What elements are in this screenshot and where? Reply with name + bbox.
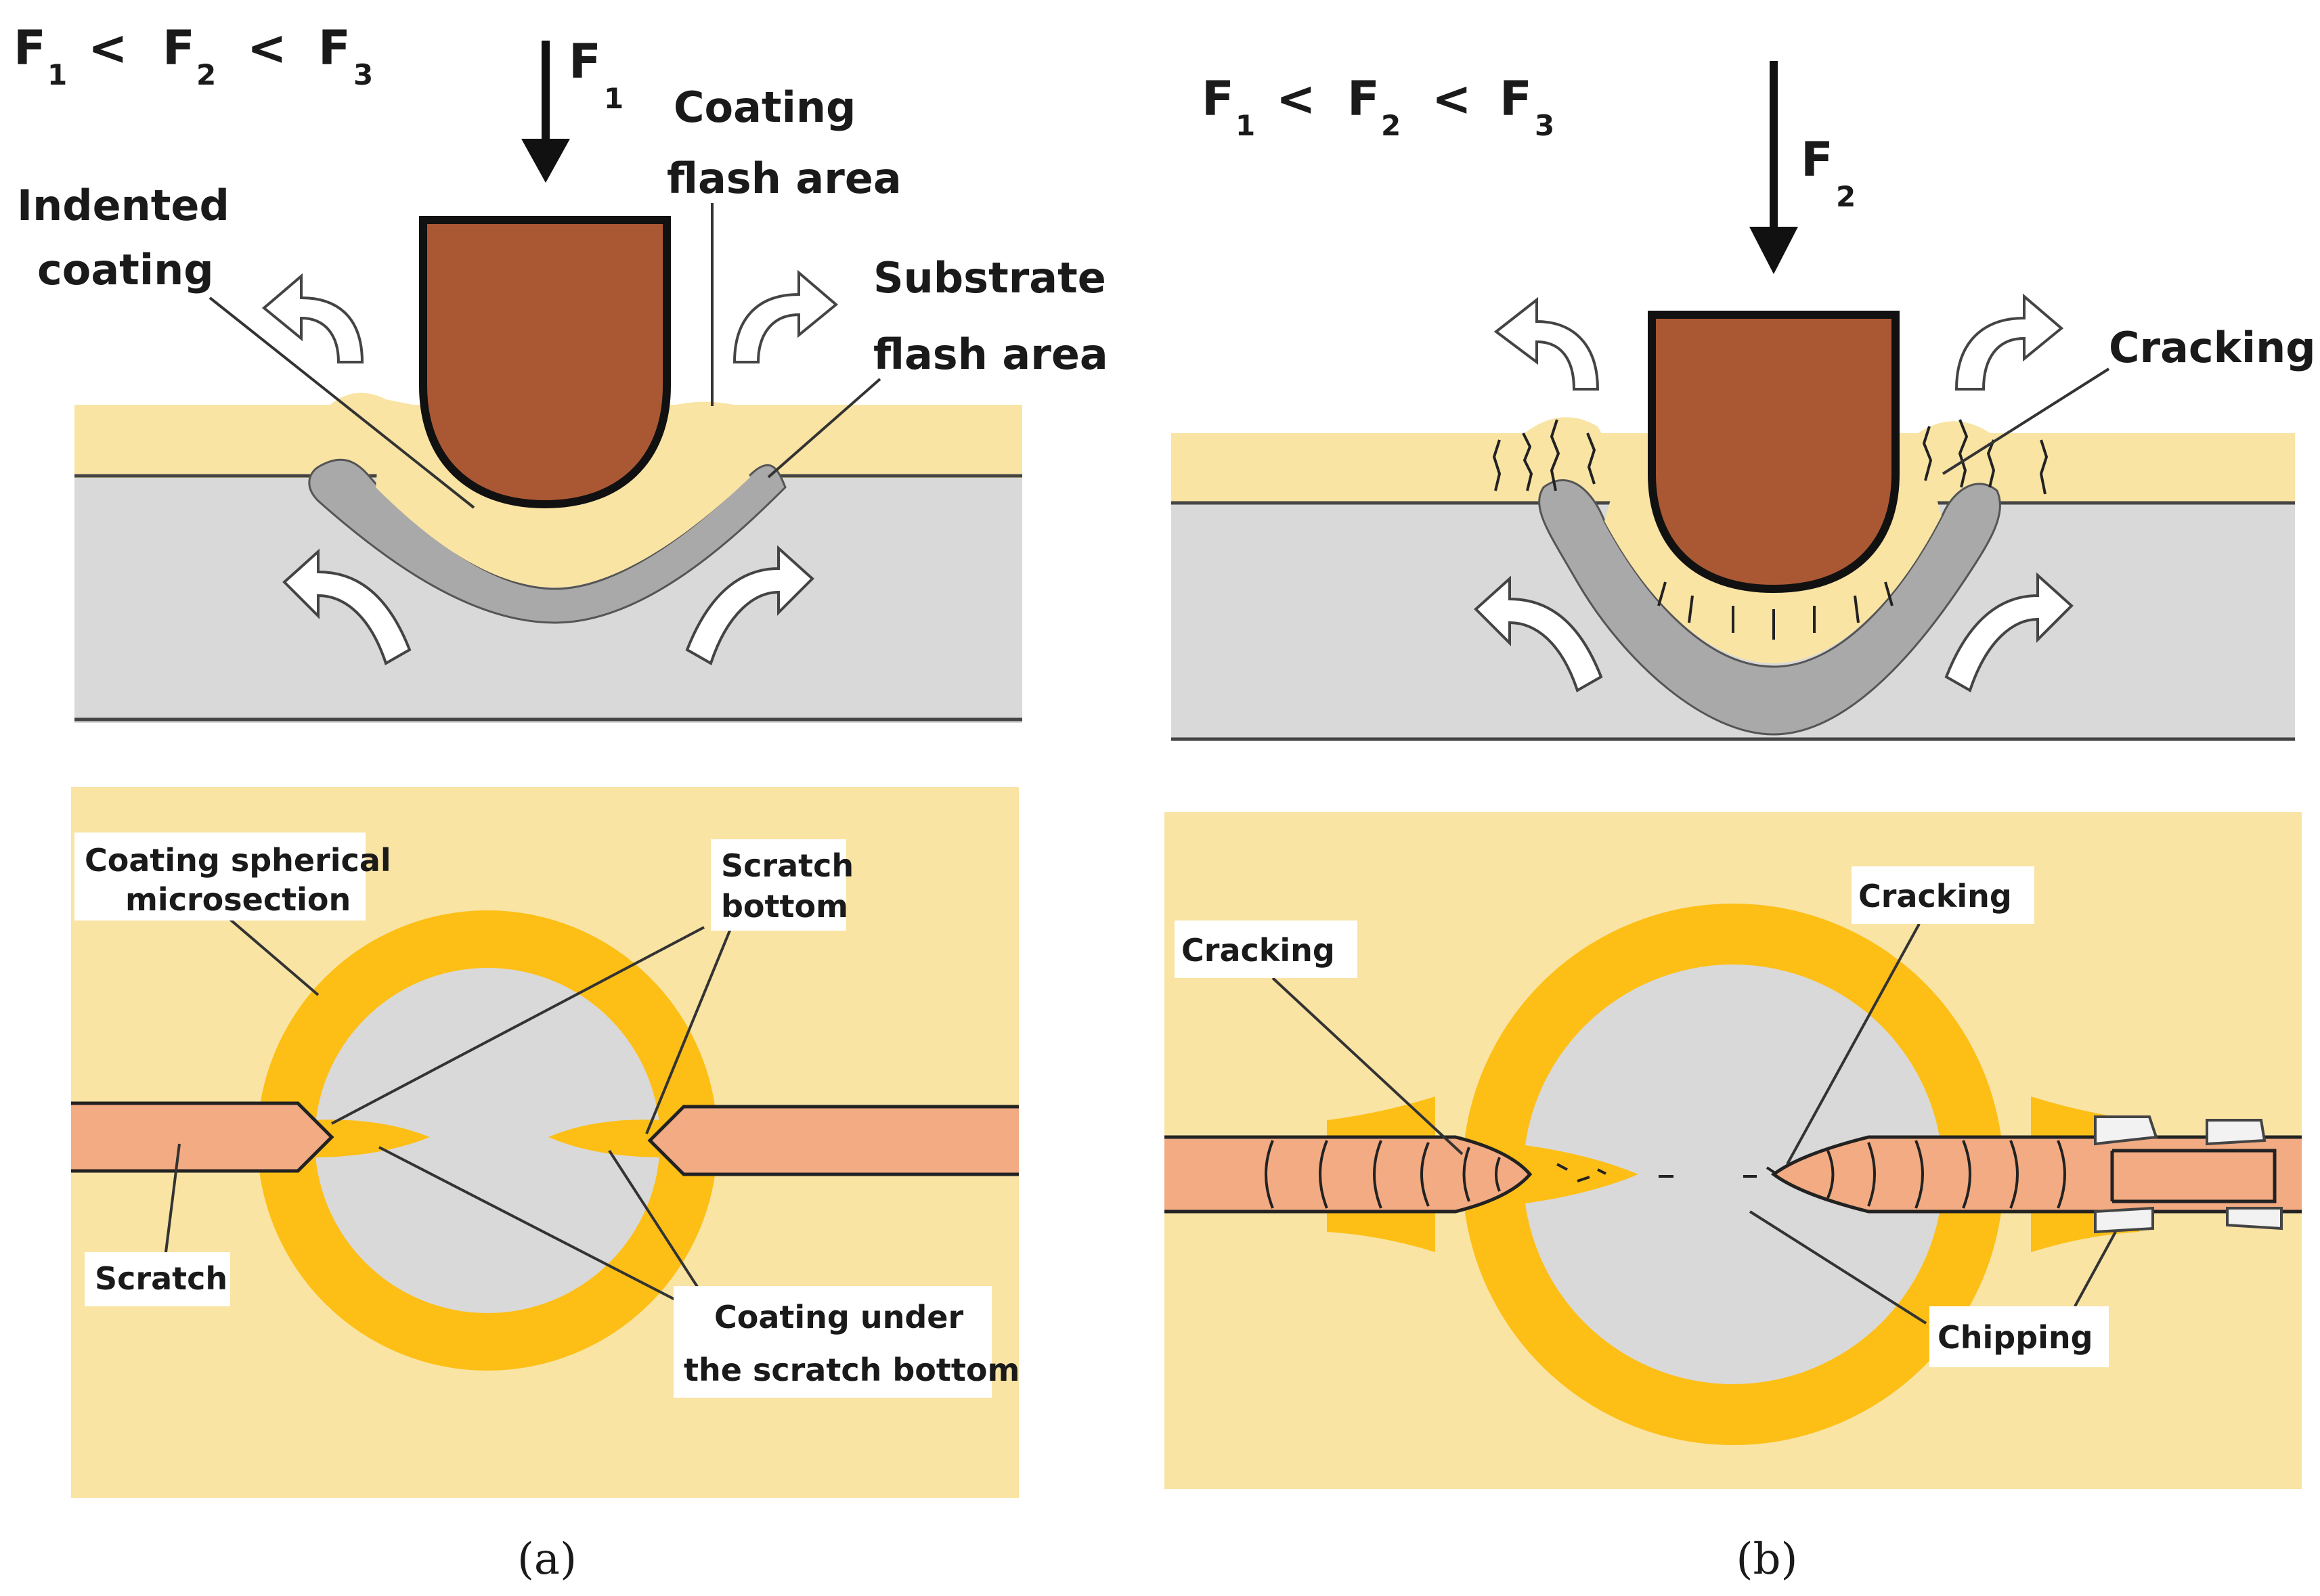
label-under-line1: Coating under bbox=[714, 1299, 963, 1335]
leader-cracking-right bbox=[1786, 923, 1921, 1165]
panel-b-plan-view: Cracking Cracking Chipping bbox=[1164, 812, 2302, 1489]
panel-a-force-relation: F 1 < F 2 < F 3 bbox=[14, 20, 373, 91]
force-f3: F bbox=[318, 20, 351, 76]
label-under-line2: the scratch bottom bbox=[684, 1352, 1020, 1388]
applied-force-label: F bbox=[569, 34, 601, 89]
down-arrow-icon bbox=[521, 41, 570, 183]
label-substrate-flash-line1: Substrate bbox=[873, 253, 1106, 303]
force-f1: F bbox=[1202, 71, 1234, 127]
down-arrow-icon bbox=[1749, 61, 1798, 274]
force-f1: F bbox=[14, 20, 46, 76]
label-cracking-left: Cracking bbox=[1181, 932, 1335, 969]
force-f2: F bbox=[162, 20, 195, 76]
label-cracking-top: Cracking bbox=[2109, 323, 2316, 372]
caption-a: (a) bbox=[517, 1534, 577, 1584]
label-box-microsection bbox=[74, 833, 366, 921]
coating-flash-left bbox=[325, 393, 420, 420]
label-coating-flash-line1: Coating bbox=[674, 83, 856, 132]
label-scratch: Scratch bbox=[95, 1260, 227, 1297]
label-scratch-bottom-line1: Scratch bbox=[721, 847, 854, 884]
curved-arrow-icon bbox=[1944, 572, 2074, 692]
scratch-left bbox=[1164, 1135, 1533, 1214]
curved-arrow-icon bbox=[1493, 296, 1600, 391]
scratch-left bbox=[71, 1101, 334, 1173]
label-box-scratch bbox=[85, 1252, 230, 1306]
scratch-right bbox=[647, 1105, 1019, 1176]
coating-cracks bbox=[1492, 419, 2049, 640]
leader-microsection bbox=[222, 912, 320, 996]
force-f1-subscript: 1 bbox=[47, 58, 67, 91]
panel-b-force-relation: F 1 < F 2 < F 3 bbox=[1202, 71, 1554, 142]
label-substrate-flash-line2: flash area bbox=[873, 330, 1108, 379]
less-than: < bbox=[88, 20, 128, 76]
less-than: < bbox=[247, 20, 287, 76]
panel-a-cross-section bbox=[74, 41, 1022, 723]
curved-arrow-icon bbox=[732, 269, 839, 363]
applied-force-subscript: 2 bbox=[1836, 180, 1856, 213]
coating-under-scratch-left bbox=[311, 1120, 430, 1157]
curved-arrow-icon bbox=[1474, 575, 1603, 692]
substrate-flash-band bbox=[1538, 479, 2001, 736]
spherical-indenter bbox=[419, 216, 671, 509]
coating-flash-left bbox=[1516, 417, 1625, 487]
label-indented-line1: Indented bbox=[17, 181, 229, 230]
scratch-right bbox=[1770, 1135, 2302, 1214]
panel-a-plan-view: Coating spherical microsection Scratch b… bbox=[71, 787, 1020, 1498]
force-f1-subscript: 1 bbox=[1235, 109, 1255, 142]
leader-chipping bbox=[1749, 1210, 1927, 1325]
label-scratch-bottom-line2: bottom bbox=[721, 888, 848, 925]
microsection-substrate bbox=[315, 968, 660, 1313]
leader-indented bbox=[209, 296, 475, 509]
leader-cracking-left bbox=[1271, 977, 1464, 1155]
force-f2: F bbox=[1347, 71, 1380, 127]
label-cracking-right: Cracking bbox=[1858, 878, 2012, 914]
spherical-indenter bbox=[1648, 311, 1900, 594]
curved-arrow-icon bbox=[1954, 293, 2064, 391]
less-than: < bbox=[1276, 71, 1316, 127]
label-box-under bbox=[674, 1286, 992, 1398]
coating-flash-right bbox=[1896, 421, 1997, 487]
leader-cracking-top bbox=[1942, 368, 2110, 475]
coating-flash-right bbox=[670, 401, 751, 423]
force-f2-subscript: 2 bbox=[1381, 109, 1401, 142]
label-indented-line2: coating bbox=[37, 245, 214, 294]
chipping-flakes bbox=[2094, 1115, 2283, 1234]
label-chipping: Chipping bbox=[1938, 1319, 2093, 1356]
label-box-chipping bbox=[1929, 1306, 2109, 1367]
leader-scratch-bottom-left bbox=[331, 926, 705, 1125]
leader-under-left bbox=[378, 1146, 722, 1325]
label-box-cracking-right bbox=[1852, 866, 2034, 924]
force-f3: F bbox=[1500, 71, 1532, 127]
caption-b: (b) bbox=[1736, 1534, 1798, 1584]
curved-arrow-icon bbox=[685, 545, 814, 665]
label-microsection-line1: Coating spherical bbox=[85, 842, 391, 879]
panel-b-cross-section bbox=[1171, 61, 2295, 741]
force-f3-subscript: 3 bbox=[1535, 109, 1554, 142]
coating-under-scratch-right bbox=[548, 1120, 663, 1157]
leader-chipping-flake bbox=[2074, 1231, 2117, 1307]
label-coating-flash-line2: flash area bbox=[667, 154, 902, 203]
label-box-cracking-left bbox=[1175, 921, 1357, 978]
label-box-scratch-bottom bbox=[711, 839, 846, 931]
curved-arrow-icon bbox=[282, 548, 412, 665]
applied-force-subscript: 1 bbox=[604, 82, 623, 115]
force-f2-subscript: 2 bbox=[196, 58, 216, 91]
leader-scratch-bottom-right bbox=[645, 927, 732, 1134]
applied-force-label: F bbox=[1801, 132, 1833, 187]
label-microsection-line2: microsection bbox=[125, 881, 351, 918]
less-than: < bbox=[1432, 71, 1472, 127]
force-f3-subscript: 3 bbox=[353, 58, 373, 91]
leader-substrate-flash bbox=[767, 378, 881, 479]
curved-arrow-icon bbox=[261, 273, 364, 363]
scratch-cracks bbox=[1265, 1140, 2066, 1209]
